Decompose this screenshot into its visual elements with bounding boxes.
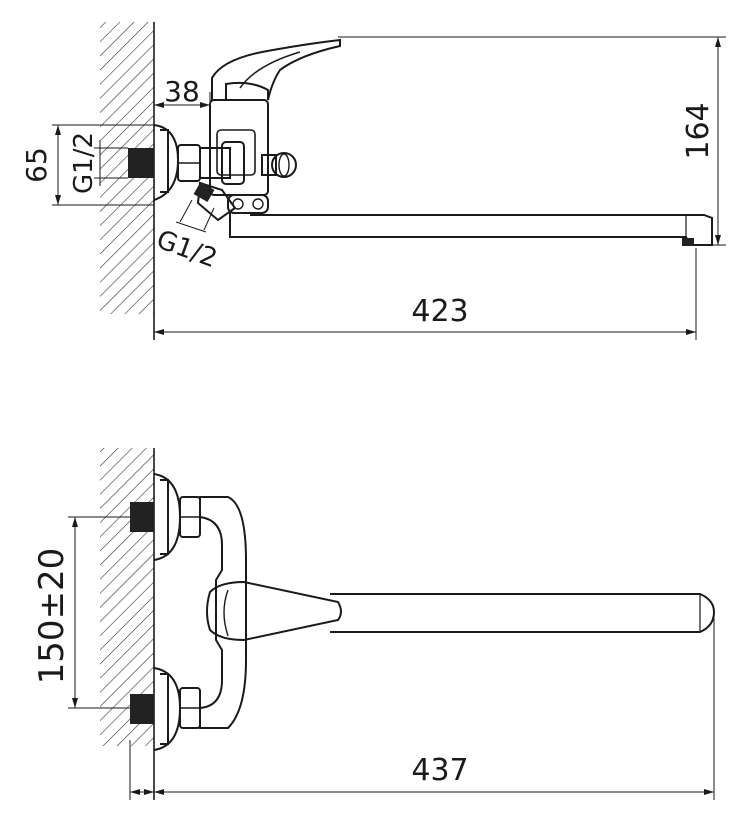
mixer-body <box>209 38 341 214</box>
spout-top <box>330 593 716 633</box>
dim-offset-38: 38 <box>154 75 211 110</box>
mixer-body-top <box>199 496 247 729</box>
dim-length-423: 423 <box>154 248 697 340</box>
dim-text-centers: 150±20 <box>32 548 72 685</box>
thread-inlet-label: G1/2 <box>69 132 99 194</box>
dim-height-164: 164 <box>338 36 726 246</box>
dim-text-65: 65 <box>20 147 53 183</box>
wall-section-top <box>100 22 155 340</box>
side-view: 164 38 65 G1/2 G1/2 <box>20 22 726 340</box>
dim-text-423: 423 <box>411 294 468 329</box>
lever-handle <box>206 580 342 642</box>
dim-text-164: 164 <box>681 102 716 159</box>
spout-side <box>229 213 713 246</box>
top-view: 150±20 437 <box>32 448 716 800</box>
dim-text-38: 38 <box>164 75 200 108</box>
dim-length-437: 437 <box>129 612 715 800</box>
dim-text-437: 437 <box>411 753 468 788</box>
wall-section-bottom <box>100 448 155 800</box>
thread-outlet-label: G1/2 <box>152 225 221 274</box>
dim-centers: 150±20 <box>32 516 130 709</box>
wall-inlet-fitting <box>128 124 245 222</box>
lower-eccentric-fitting <box>130 667 201 751</box>
thread-outlet-callout: G1/2 <box>152 199 221 274</box>
dim-wall-65: 65 G1/2 <box>20 124 154 206</box>
